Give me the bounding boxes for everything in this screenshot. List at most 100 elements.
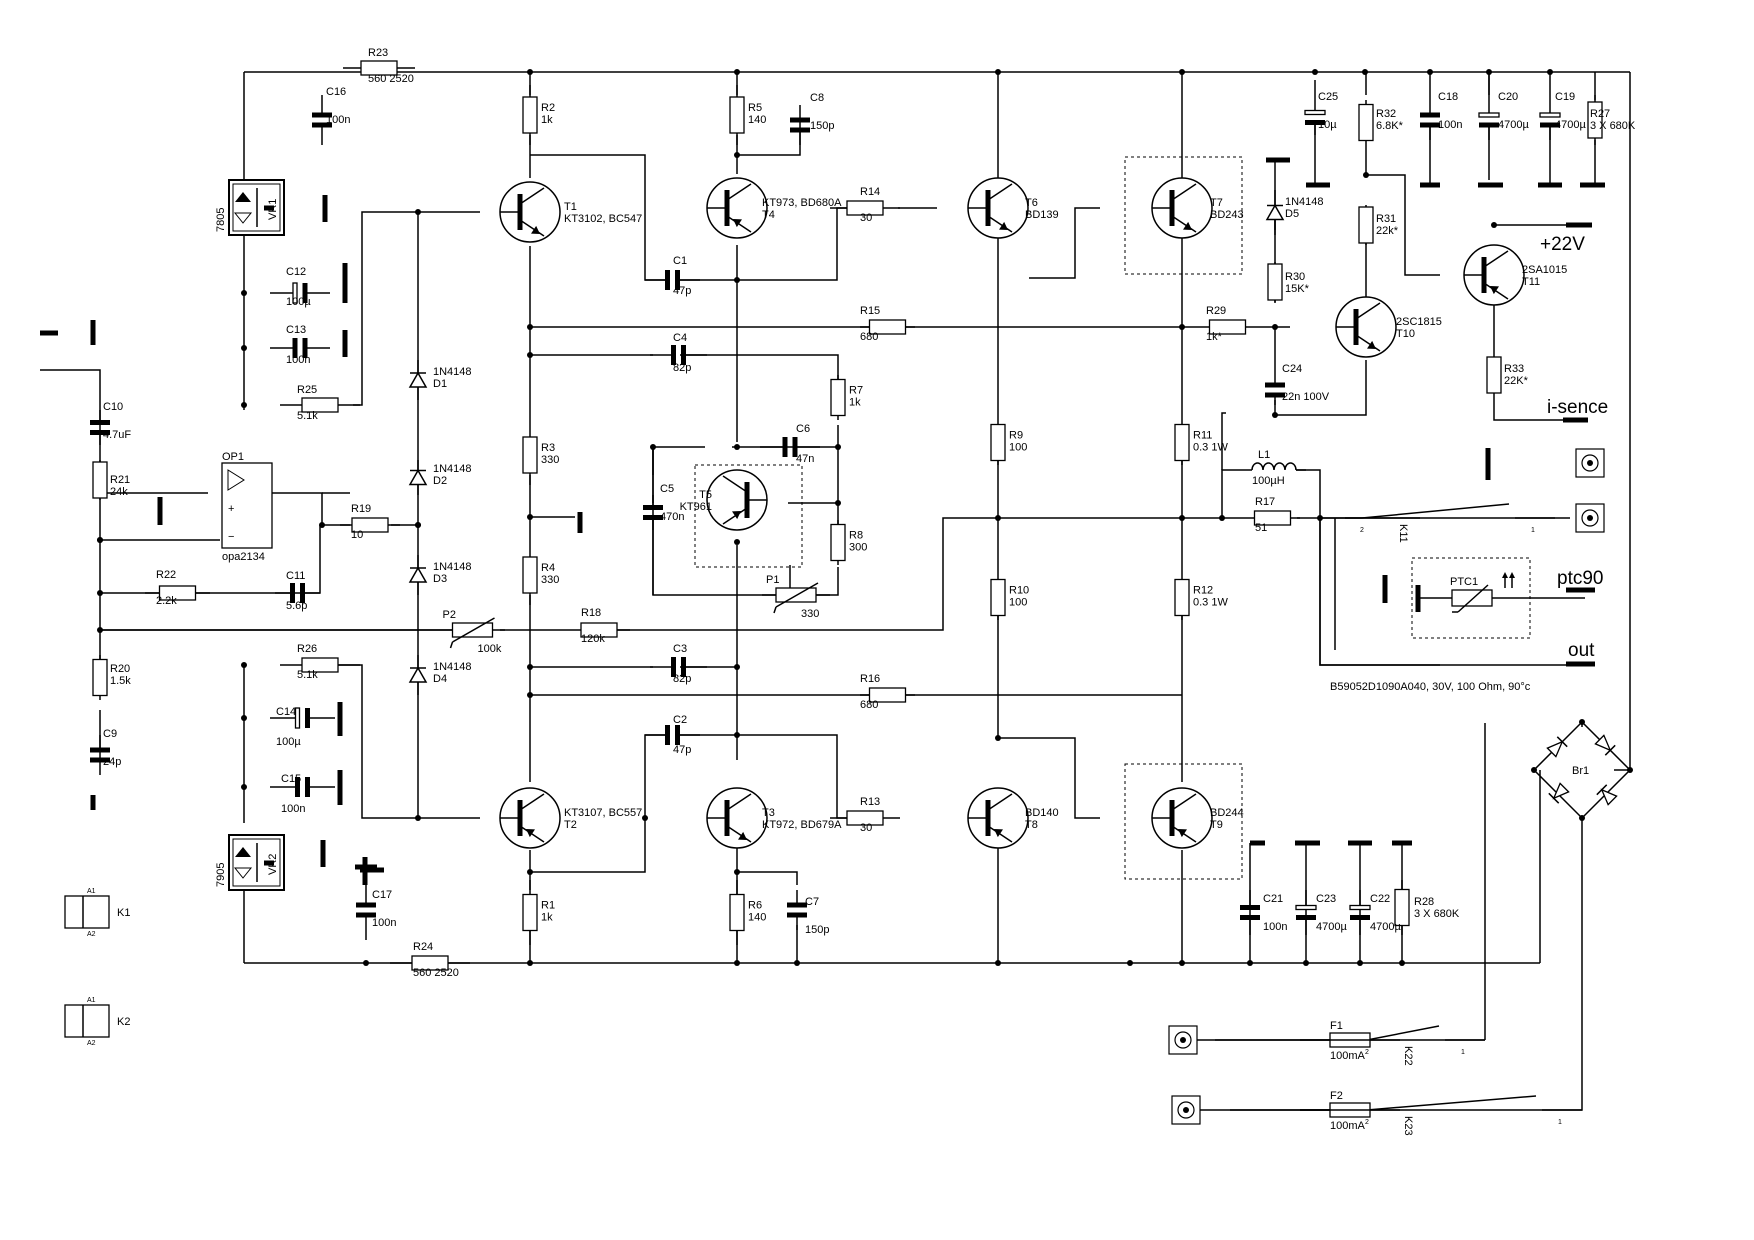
resistor-ref: R18 bbox=[581, 607, 601, 619]
ptc-enclosure bbox=[1411, 557, 1531, 639]
capacitor-ref: C23 bbox=[1316, 893, 1336, 905]
switch-pin: 2 bbox=[1365, 1119, 1369, 1126]
resistor-ref: R32 bbox=[1376, 108, 1396, 120]
switch-pin: 1 bbox=[1461, 1049, 1465, 1056]
resistor-value: 24k bbox=[110, 486, 128, 498]
capacitor-value: 100µ bbox=[286, 296, 311, 308]
resistor-value: 0.3 1W bbox=[1193, 442, 1228, 454]
capacitor-ref: C11 bbox=[286, 570, 305, 582]
capacitor-ref: C21 bbox=[1263, 893, 1283, 905]
opamp-part: opa2134 bbox=[222, 551, 265, 563]
switch-pin: 1 bbox=[1558, 1119, 1562, 1126]
resistor-value: 30 bbox=[860, 212, 872, 224]
capacitor-value: 4700µ bbox=[1555, 119, 1586, 131]
junction-dot bbox=[1363, 172, 1369, 178]
resistor-ref: R2 bbox=[541, 102, 555, 114]
resistor-value: 120k bbox=[581, 633, 605, 645]
transistor-ref: T4 bbox=[762, 209, 775, 221]
junction-dot bbox=[415, 815, 421, 821]
resistor-ref: R17 bbox=[1255, 496, 1275, 508]
junction-dot bbox=[363, 960, 369, 966]
resistor-ref: R9 bbox=[1009, 430, 1023, 442]
resistor-value: 680 bbox=[860, 331, 878, 343]
capacitor-ref: C6 bbox=[796, 423, 810, 435]
resistor-value: 3 X 680K bbox=[1590, 120, 1636, 132]
switch-pin: 1 bbox=[1531, 527, 1535, 534]
resistor-value: 3 X 680K bbox=[1414, 908, 1460, 920]
junction-dot bbox=[97, 537, 103, 543]
capacitor-value: 4700µ bbox=[1498, 119, 1529, 131]
capacitor-ref: C7 bbox=[805, 896, 819, 908]
transistor-part: 2SC1815 bbox=[1396, 316, 1442, 328]
capacitor-ref: C12 bbox=[286, 266, 306, 278]
transistor-ref: T5 bbox=[699, 489, 712, 501]
capacitor-value: 150p bbox=[810, 120, 834, 132]
transistor-ref: T10 bbox=[1396, 328, 1415, 340]
junction-dot bbox=[241, 784, 247, 790]
regulator-part: 7805 bbox=[215, 208, 227, 232]
fuse-ref: F1 bbox=[1330, 1020, 1343, 1032]
resistor-ref: R15 bbox=[860, 305, 880, 317]
resistor-value: 1k bbox=[541, 912, 553, 924]
relay-ref: K2 bbox=[117, 1016, 130, 1028]
connector-terminal bbox=[1168, 1025, 1198, 1055]
resistor-value: 30 bbox=[860, 822, 872, 834]
resistor-value: 140 bbox=[748, 114, 766, 126]
capacitor-value: 4700µ bbox=[1316, 921, 1347, 933]
capacitor-ref: C8 bbox=[810, 92, 824, 104]
connector-terminal bbox=[1575, 503, 1605, 533]
junction-dot bbox=[1312, 69, 1318, 75]
capacitor-value: 5.6p bbox=[286, 600, 307, 612]
junction-dot bbox=[734, 539, 740, 545]
resistor-ref: R11 bbox=[1193, 430, 1212, 442]
capacitor-ref: C10 bbox=[103, 401, 123, 413]
resistor-ref: R29 bbox=[1206, 305, 1226, 317]
connector-terminal bbox=[1575, 448, 1605, 478]
capacitor-value: 100n bbox=[281, 803, 305, 815]
switch-ref: K11 bbox=[1397, 524, 1409, 543]
transistor-ref: T2 bbox=[564, 819, 577, 831]
resistor-value: 330 bbox=[541, 454, 559, 466]
resistor-ref: R6 bbox=[748, 900, 762, 912]
diode-part: 1N4148 bbox=[1285, 196, 1324, 208]
capacitor-value: 22n 100V bbox=[1282, 391, 1330, 403]
diode-ref: D1 bbox=[433, 378, 447, 390]
capacitor-ref: C14 bbox=[276, 706, 296, 718]
capacitor-ref: C2 bbox=[673, 714, 687, 726]
capacitor-c12: C12 100µ bbox=[270, 266, 330, 308]
resistor-ref: R8 bbox=[849, 530, 863, 542]
junction-dot bbox=[734, 664, 740, 670]
diode-ref: D5 bbox=[1285, 208, 1299, 220]
resistor-value: 680 bbox=[860, 699, 878, 711]
resistor-value: 1k bbox=[541, 114, 553, 126]
capacitor-value: 100n bbox=[372, 917, 396, 929]
fuse-value: 100mA bbox=[1330, 1050, 1366, 1062]
